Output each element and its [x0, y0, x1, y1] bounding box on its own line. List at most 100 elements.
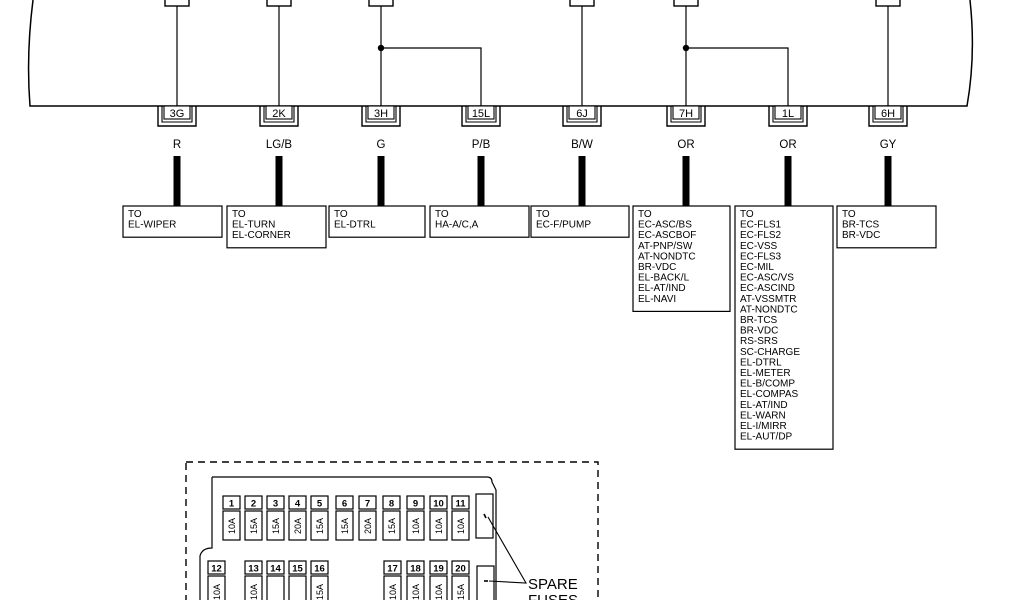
fuse-rating: 10A	[212, 584, 222, 600]
connector-code-label: 15L	[472, 108, 490, 120]
fuse-rating: 15A	[315, 584, 325, 600]
connector-code-box	[367, 105, 395, 120]
top-pin-box	[164, 0, 190, 7]
destination-label: EL-DTRL	[740, 357, 782, 368]
connector-inner-bracket	[465, 106, 497, 123]
connector-code-box	[568, 105, 596, 120]
destination-label: EL-WIPER	[128, 220, 176, 231]
destination-label: EL-BACK/L	[638, 273, 690, 284]
connector-code-label: 3G	[170, 108, 185, 120]
destination-label: EC-F/PUMP	[536, 220, 591, 231]
fuse-rating: 15A	[340, 518, 350, 534]
fuse-number: 11	[455, 499, 466, 510]
fuse-block-dashed-outline	[185, 461, 599, 600]
destination-box	[429, 205, 530, 238]
destination-box	[328, 205, 426, 238]
fuse-number-box	[266, 495, 285, 510]
destination-label: BR-TCS	[740, 315, 778, 326]
destination-label: TO	[740, 209, 754, 220]
fuse-number: 19	[433, 564, 444, 575]
fuse-number: 1	[229, 499, 235, 510]
destination-label: SC-CHARGE	[740, 347, 800, 358]
fuse-block	[185, 461, 599, 600]
connector-inner-bracket	[872, 106, 904, 123]
destination-label: EL-CORNER	[232, 230, 291, 241]
fuse-number: 12	[211, 564, 222, 575]
destination-box	[122, 205, 223, 238]
fuse-number-box	[288, 495, 307, 510]
connector-code-label: 6J	[576, 108, 588, 120]
fuse-number-box	[207, 560, 226, 575]
connector-code-label: 2K	[272, 108, 286, 120]
connector-inner-bracket	[670, 106, 702, 123]
fuse-number-box	[406, 495, 425, 510]
connector-code-label: 7H	[679, 108, 693, 120]
destination-label: RS-SRS	[740, 336, 778, 347]
connector-code-label: 1L	[782, 108, 794, 120]
destination-label: AT-NONDTC	[638, 251, 696, 262]
destination-label: EL-NAVI	[638, 294, 676, 305]
connector-inner-bracket	[161, 106, 193, 123]
destination-label: EC-MIL	[740, 262, 774, 273]
wire-color-label: G	[377, 139, 386, 151]
fuse-body	[451, 510, 470, 541]
destination-label: TO	[334, 209, 348, 220]
destination-label: AT-VSSMTR	[740, 294, 796, 305]
fuse-number: 13	[248, 564, 259, 575]
fuse-rating: 15A	[387, 518, 397, 534]
destination-box	[632, 205, 731, 313]
fuse-block-inner-outline-left	[199, 477, 213, 600]
destination-label: TO	[128, 209, 142, 220]
destination-label: EL-WARN	[740, 410, 786, 421]
connector-bracket	[461, 106, 501, 127]
internal-splice-7h-1l	[686, 47, 789, 106]
fuse-rating: 10A	[411, 584, 421, 600]
connector-bracket	[868, 106, 908, 127]
connector-bracket	[562, 106, 602, 127]
destination-label: EC-FLS1	[740, 220, 782, 231]
connector-bracket	[157, 106, 197, 127]
fuse-number-box	[310, 495, 329, 510]
internal-splice-3h-15l	[381, 47, 482, 106]
connector-bracket	[666, 106, 706, 127]
connector-inner-bracket	[566, 106, 598, 123]
top-pin-box	[569, 0, 595, 7]
fuse-number: 2	[251, 499, 256, 510]
destination-box	[226, 205, 327, 249]
destination-label: EC-FLS2	[740, 230, 782, 241]
destination-label: EL-COMPAS	[740, 389, 798, 400]
connector-inner-bracket	[772, 106, 804, 123]
fuse-number: 18	[410, 564, 421, 575]
fuse-number-box	[429, 560, 448, 575]
destination-label: EL-I/MIRR	[740, 421, 787, 432]
destination-label: EL-AT/IND	[638, 283, 686, 294]
fuse-number-box	[266, 560, 285, 575]
destination-label: EC-ASC/BS	[638, 220, 692, 231]
connector-inner-bracket	[263, 106, 295, 123]
connector-inner-bracket	[365, 106, 397, 123]
fuse-number: 4	[295, 499, 301, 510]
connector-code-box	[467, 105, 495, 120]
fuse-body	[383, 575, 402, 600]
connector-code-box	[774, 105, 802, 120]
fuse-rating: 10A	[227, 518, 237, 534]
fuse-number-box	[429, 495, 448, 510]
destination-label: AT-PNP/SW	[638, 241, 693, 252]
diagram-dynamic-layer: 3GRTOEL-WIPER2KLG/BTOEL-TURNEL-CORNER3HG…	[27, 0, 974, 600]
top-pin-box	[875, 0, 901, 7]
fuse-number: 14	[270, 564, 281, 575]
destination-label: EL-AUT/DP	[740, 432, 793, 443]
destination-label: EC-ASCIND	[740, 283, 795, 294]
fuse-body	[382, 510, 401, 541]
fuse-number: 9	[413, 499, 418, 510]
fuse-number-box	[335, 495, 354, 510]
destination-box	[530, 205, 630, 238]
fuse-number-box	[222, 495, 241, 510]
fuse-rating: 10A	[456, 518, 466, 534]
fuse-number-box	[406, 560, 425, 575]
destination-label: EL-TURN	[232, 220, 275, 231]
spare-fuse-leader	[487, 516, 527, 584]
destination-label: EL-AT/IND	[740, 400, 788, 411]
top-pin-box	[673, 0, 699, 7]
